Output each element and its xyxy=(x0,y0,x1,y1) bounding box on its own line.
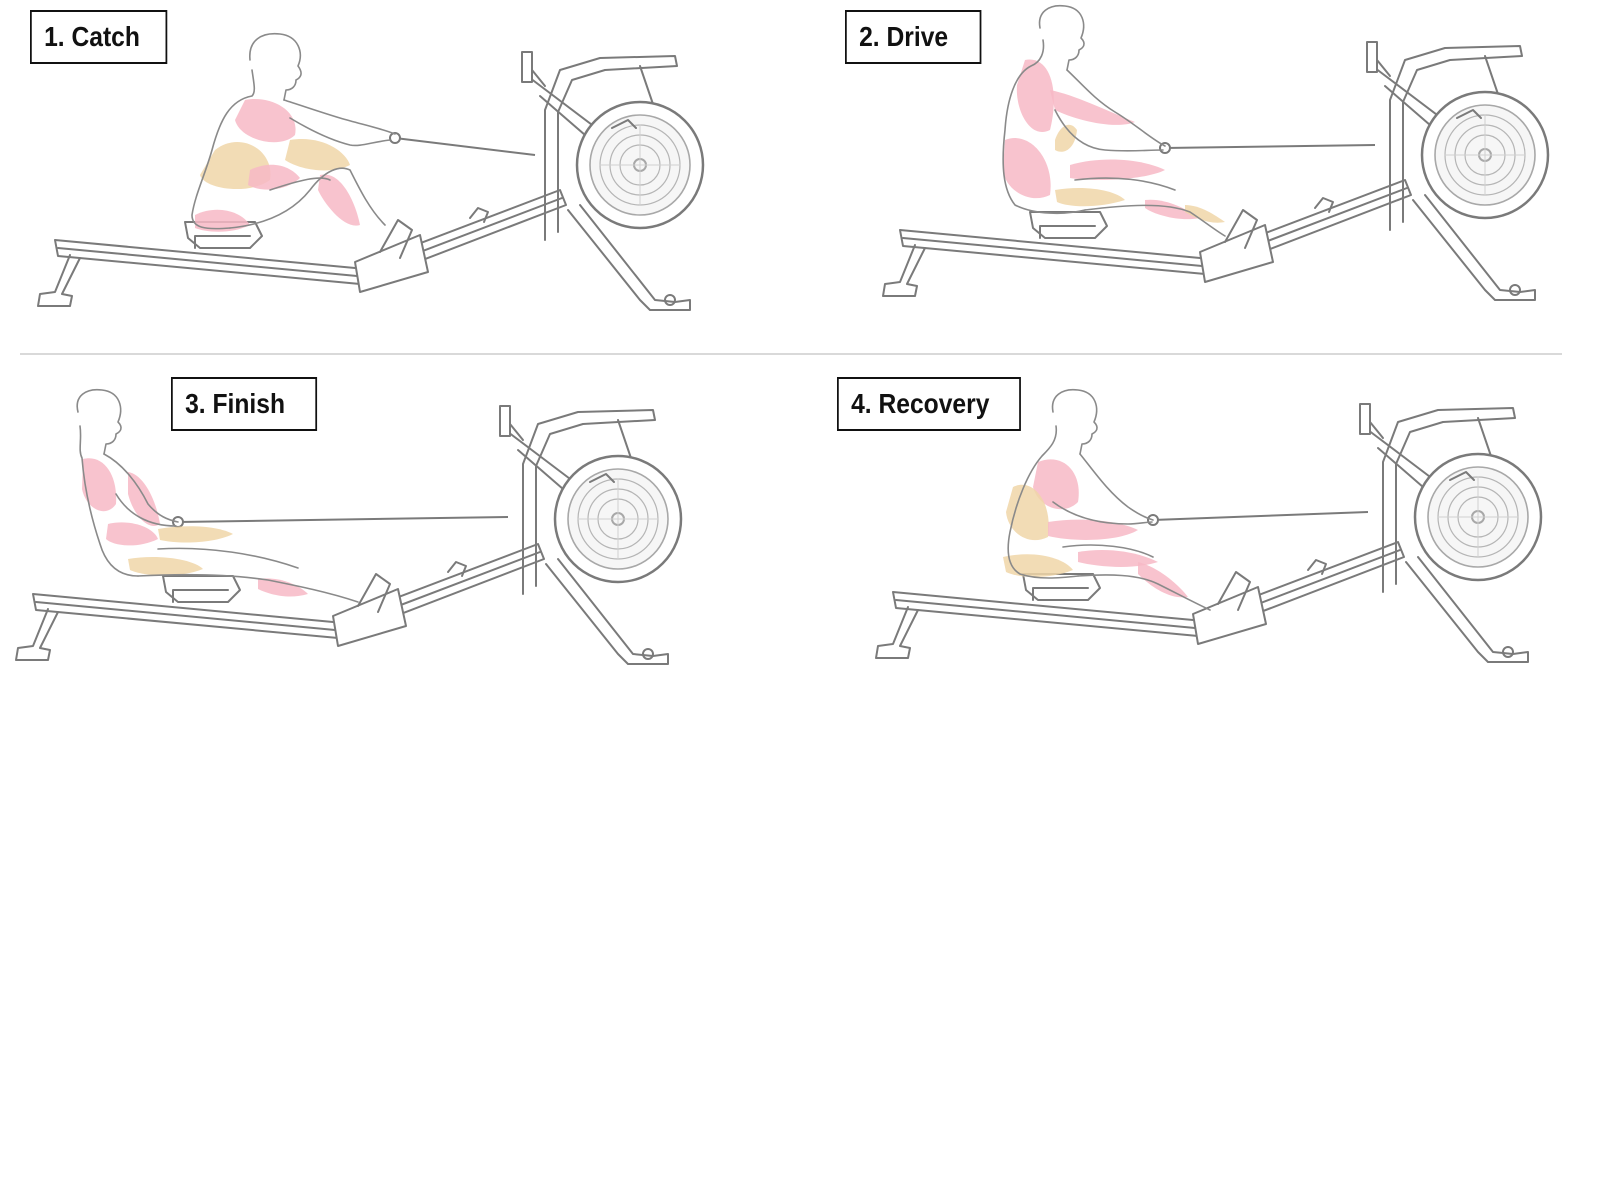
handle-cable xyxy=(177,516,509,523)
stage-recovery-illustration xyxy=(874,388,1543,664)
stage-label-finish: 3. Finish xyxy=(171,377,318,431)
stage-label-drive: 2. Drive xyxy=(845,10,982,64)
handle-cable xyxy=(1164,144,1376,149)
handle-cable xyxy=(394,137,536,156)
stage-catch-illustration xyxy=(36,32,705,312)
handle-cable xyxy=(1152,511,1369,521)
stage-label-catch: 1. Catch xyxy=(30,10,168,64)
stage-finish-illustration xyxy=(14,388,683,666)
stage-drive-illustration xyxy=(881,4,1550,302)
stage-label-recovery: 4. Recovery xyxy=(837,377,1021,431)
section-divider xyxy=(20,353,1562,355)
